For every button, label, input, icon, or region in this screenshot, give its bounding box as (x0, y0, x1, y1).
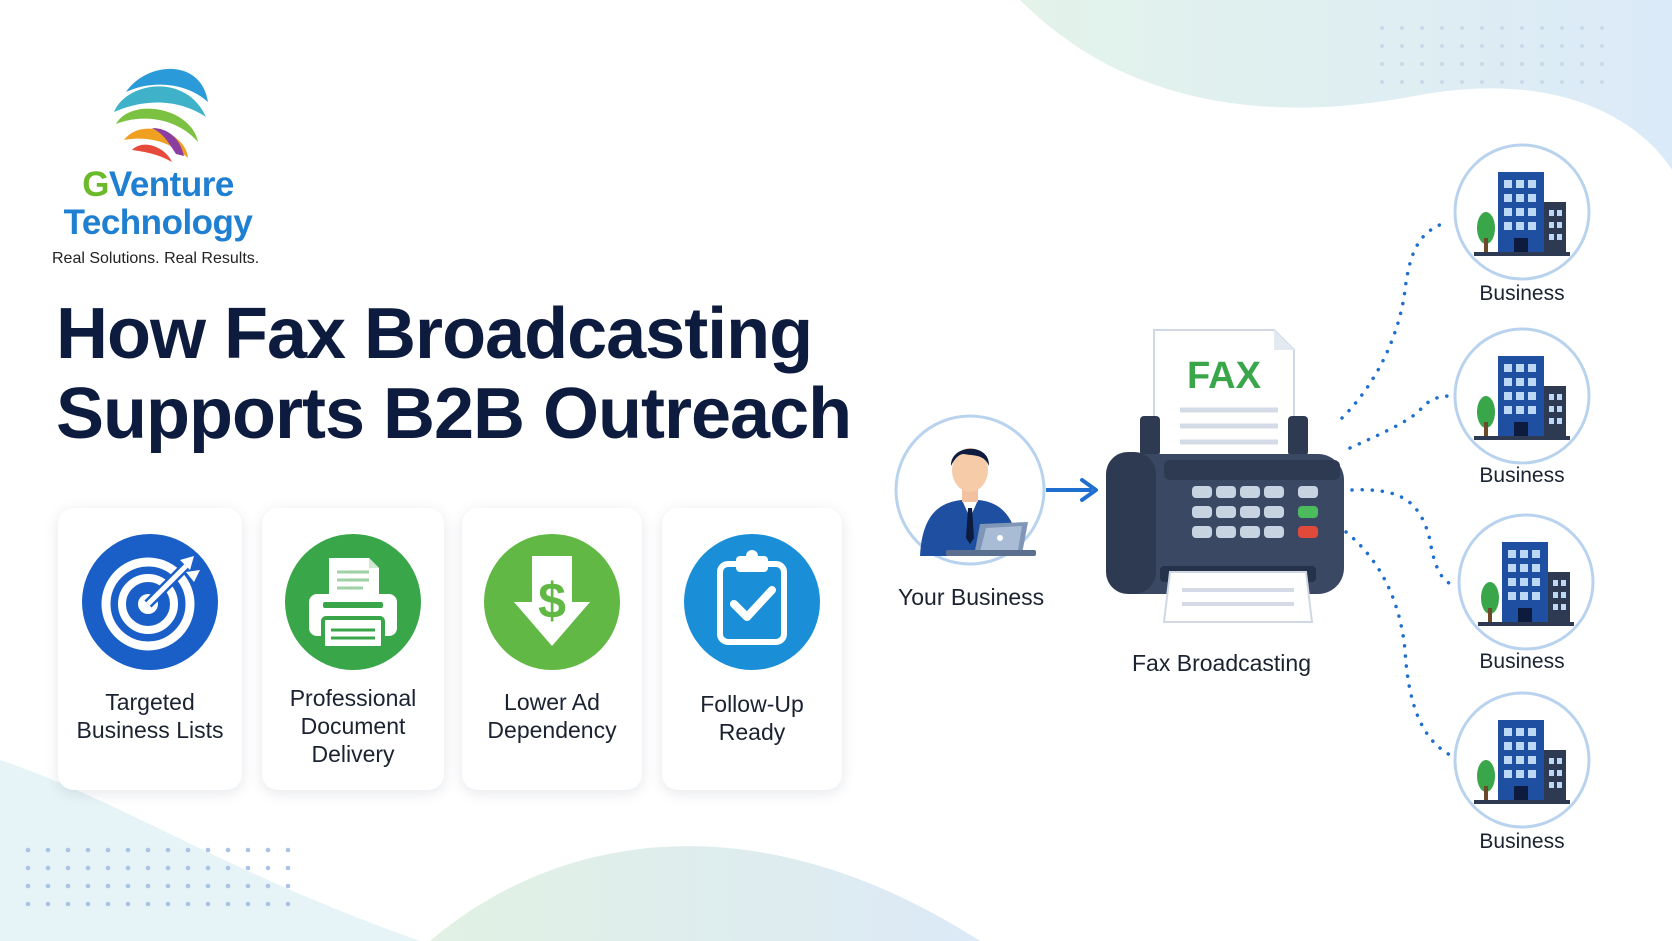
dot-pattern-top-right (1380, 26, 1604, 84)
business-label-3: Business (1479, 650, 1565, 673)
your-business-label: Your Business (898, 584, 1045, 610)
office-building-icon (1457, 513, 1595, 651)
your-business-node (894, 414, 1046, 571)
company-name-venture: Venture (108, 165, 234, 204)
bottom-left-wave (0, 760, 420, 941)
business-node-3 (1456, 512, 1596, 657)
page-title: How Fax Broadcasting Supports B2B Outrea… (56, 294, 852, 454)
company-name: GVenture Technology (48, 166, 268, 242)
target-icon (82, 534, 218, 670)
connector-to-business-3 (1350, 488, 1458, 587)
dollar-down-arrow-icon: $ (484, 534, 620, 670)
company-name-g: G (82, 165, 109, 204)
business-node-2 (1452, 326, 1592, 471)
feature-card-label-line: Professional (289, 685, 417, 711)
business-label-4: Business (1479, 830, 1565, 853)
feature-card-label: Professional Document Delivery (270, 684, 436, 768)
connector-to-business-2 (1348, 394, 1454, 450)
business-node-4 (1452, 690, 1592, 835)
businessman-laptop-icon (894, 414, 1046, 566)
feature-card-label-line: Follow-Up (700, 691, 804, 717)
feature-card-label: Lower Ad Dependency (470, 688, 634, 744)
feature-card-follow-up-ready: Follow-Up Ready (662, 508, 842, 790)
arrow-to-fax (1046, 478, 1098, 502)
page-title-line-1: How Fax Broadcasting (56, 294, 813, 374)
connector-to-business-4 (1344, 530, 1454, 758)
page-title-line-2: Supports B2B Outreach (56, 374, 852, 454)
feature-card-label: Targeted Business Lists (66, 688, 234, 744)
company-name-technology: Technology (63, 203, 253, 242)
company-tagline: Real Solutions. Real Results. (52, 250, 260, 267)
globe-swirl-logo-icon (114, 68, 208, 162)
svg-text:$: $ (538, 573, 566, 629)
business-label-2: Business (1479, 464, 1565, 487)
fax-broadcasting-label: Fax Broadcasting (1132, 650, 1311, 676)
feature-card-label: Follow-Up Ready (670, 690, 834, 746)
fax-paper-text: FAX (1187, 355, 1262, 397)
top-right-wave (1020, 0, 1672, 170)
fax-machine-icon: FAX (1106, 329, 1344, 623)
feature-card-targeted-lists: Targeted Business Lists (58, 508, 242, 790)
feature-card-label-line: Business Lists (76, 717, 224, 743)
feature-card-label-line: Lower Ad (504, 689, 600, 715)
clipboard-check-icon (684, 534, 820, 670)
feature-card-label-line: Document (300, 713, 406, 739)
office-building-icon (1453, 143, 1591, 281)
business-node-1 (1452, 142, 1592, 287)
printer-icon (285, 534, 421, 670)
dot-pattern-bottom-left (25, 847, 291, 907)
feature-card-label-line: Dependency (487, 717, 617, 743)
office-building-icon (1453, 327, 1591, 465)
bottom-center-wave (430, 846, 980, 941)
office-building-icon (1453, 691, 1591, 829)
feature-card-label-line: Delivery (311, 741, 395, 767)
connector-to-business-1 (1340, 220, 1450, 420)
feature-card-lower-ad-dependency: $ Lower Ad Dependency (462, 508, 642, 790)
feature-card-label-line: Ready (718, 719, 786, 745)
business-label-1: Business (1479, 282, 1565, 305)
fax-machine-node: FAX (1104, 326, 1354, 631)
feature-card-document-delivery: Professional Document Delivery (262, 508, 444, 790)
feature-card-label-line: Targeted (105, 689, 195, 715)
